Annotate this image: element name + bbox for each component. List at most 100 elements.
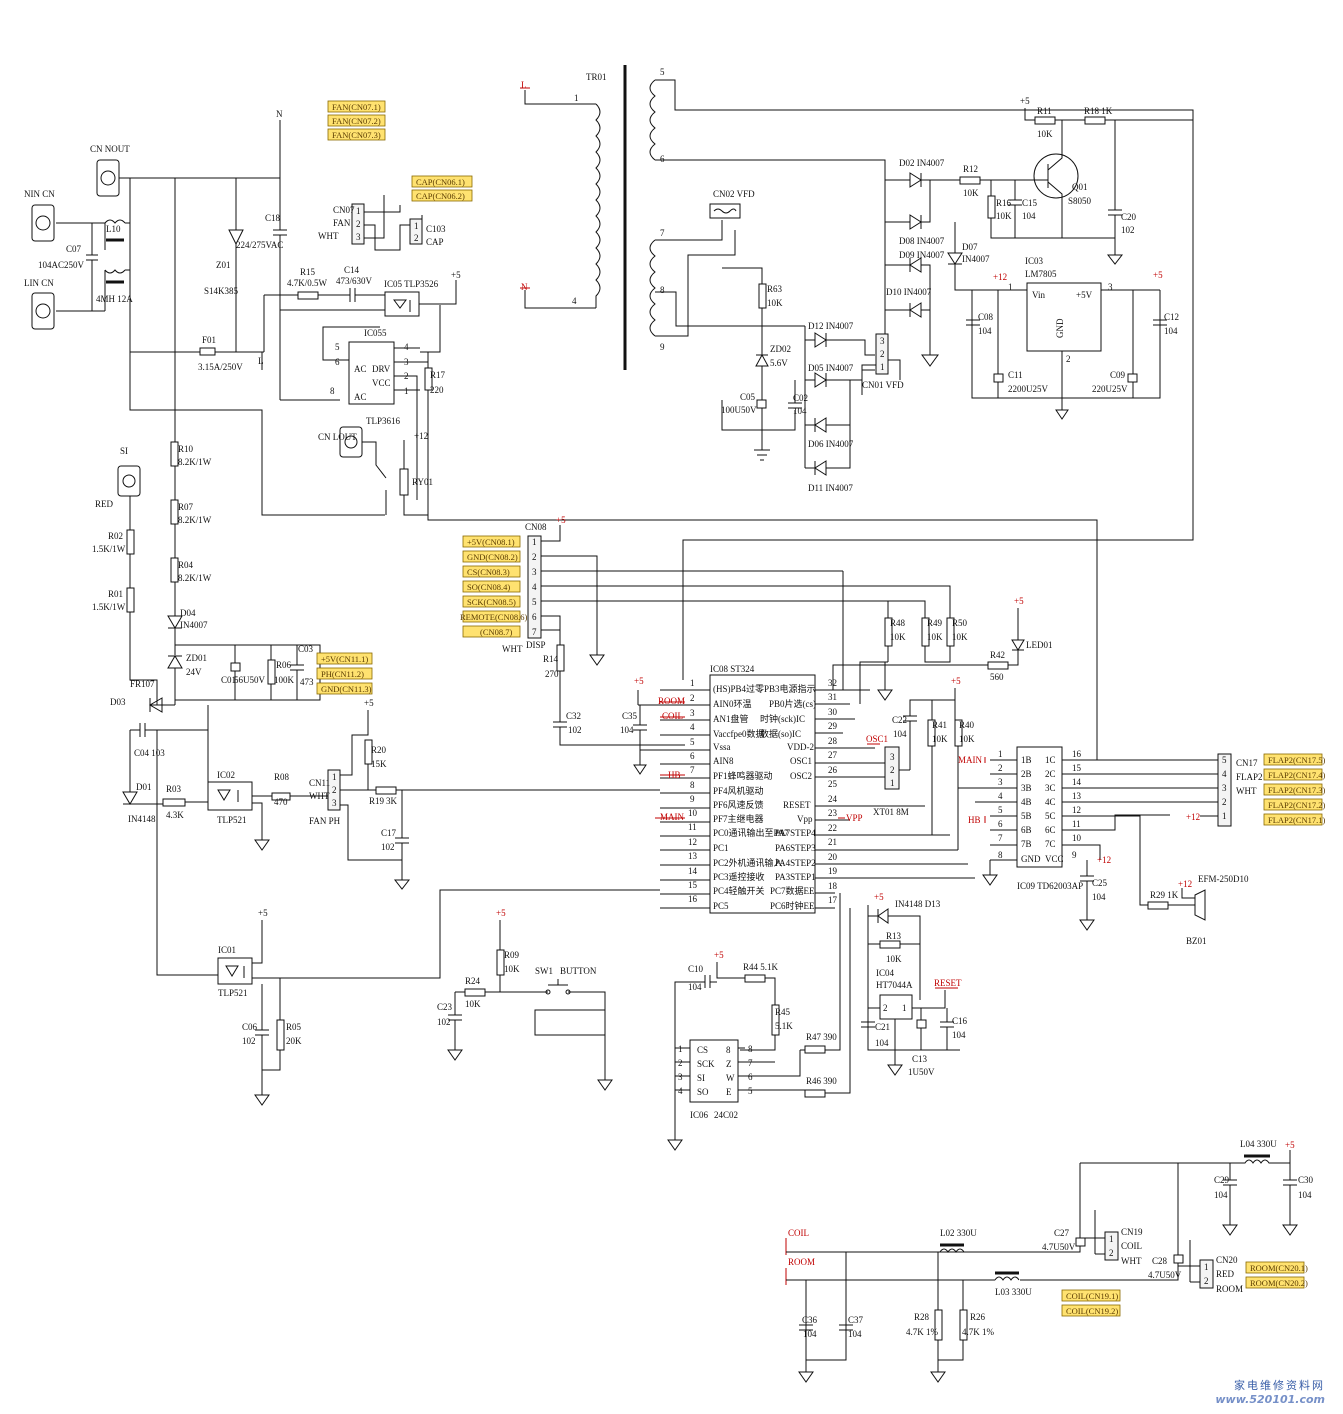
r02-label: R02: [108, 531, 123, 541]
r19-value: 3K: [386, 796, 398, 806]
d04-diode: D04 IN4007: [167, 608, 208, 655]
svg-text:17: 17: [828, 895, 838, 905]
c05-cap: C05 100U50V: [721, 392, 796, 431]
ic03-gnd: GND: [1055, 318, 1065, 338]
tr01-pin-9: 9: [660, 342, 665, 352]
ic06-cs: CS: [697, 1045, 708, 1055]
svg-text:11: 11: [1072, 819, 1081, 829]
ic08-left-12: PC1: [713, 843, 729, 853]
d02-label: D02 IN4007: [899, 158, 945, 168]
c27-cap: C27 4.7U50V: [940, 1228, 1086, 1253]
net-p5-r20: +5: [364, 698, 374, 708]
svg-text:2: 2: [532, 552, 537, 562]
c103-cap: CAP: [426, 237, 444, 247]
d08-label: D08 IN4007: [899, 236, 945, 246]
c01-label: C01: [221, 675, 236, 685]
c30-label: C30: [1298, 1175, 1314, 1185]
svg-text:9: 9: [1072, 850, 1077, 860]
c25-cap: +12 C25 104: [1079, 855, 1111, 931]
svg-text:31: 31: [828, 692, 837, 702]
ic08-right-20: PA4STEP2: [775, 858, 816, 868]
c10-value: 104: [688, 982, 702, 992]
coil-room-inputs: COIL ROOM C36 104 C37 104: [785, 1228, 963, 1383]
svg-text:2: 2: [414, 233, 419, 243]
ic09-driver: IC09 TD62003AP 1B 2B 3B 4B 5B 6B 7B GND …: [958, 746, 1222, 906]
flap-tags: FLAP2(CN17.5) FLAP2(CN17.4) FLAP2(CN17.3…: [1263, 753, 1326, 826]
ic08-right-21: PA6STEP3: [775, 843, 816, 853]
tag-flap-4: FLAP2(CN17.4): [1268, 770, 1326, 780]
svg-text:3: 3: [356, 232, 361, 242]
zd01-label: ZD01: [186, 653, 207, 663]
d12-d05-d06-d11-bridge: D12 IN4007 D05 IN4007 D06 IN4007 D11 IN4…: [804, 321, 875, 493]
r17-value: 220: [430, 385, 444, 395]
cn11-tags: +5V(CN11.1) PH(CN11.2) GND(CN11.3): [316, 652, 373, 695]
tag-cn08-4: SO(CN08.4): [467, 582, 510, 592]
tr01-label: TR01: [586, 72, 607, 82]
c14-label: C14: [344, 265, 360, 275]
r16-c15: R16 10K C15 104: [987, 180, 1115, 239]
svg-text:3: 3: [532, 567, 537, 577]
net-p5-r09: +5: [496, 908, 506, 918]
ic055-label: IC055: [364, 328, 387, 338]
svg-text:21: 21: [828, 837, 837, 847]
c28-label: C28: [1152, 1256, 1168, 1266]
svg-text:1: 1: [880, 362, 885, 372]
tag-room-1: ROOM(CN20.1): [1250, 1263, 1308, 1273]
r05-value: 20K: [286, 1036, 302, 1046]
c04-label: C04 103: [134, 748, 165, 758]
ry01-relay: +12 RY01: [399, 431, 433, 516]
c21-label: C21: [875, 1022, 890, 1032]
cn11-wht: WHT: [309, 791, 330, 801]
d12-label: D12 IN4007: [808, 321, 854, 331]
ic08-right-30: 时钟(sck)IC: [760, 713, 805, 724]
ic02-value: TLP521: [217, 815, 247, 825]
tag-fan-2: FAN(CN07.2): [332, 116, 381, 126]
c16-label: C16: [952, 1016, 968, 1026]
tag-room-2: ROOM(CN20.2): [1250, 1278, 1308, 1288]
r63-label: R63: [767, 284, 783, 294]
ic01-opto: IC01 TLP521 +5: [217, 889, 660, 1020]
svg-text:3: 3: [1108, 282, 1113, 292]
c25-value: 104: [1092, 892, 1106, 902]
svg-text:3: 3: [880, 336, 885, 346]
ic09-r6: 6C: [1045, 825, 1056, 835]
c22-value: 104: [893, 729, 907, 739]
f01-fuse: F01 3.15A/250V L: [198, 335, 264, 372]
sw1-value: BUTTON: [560, 966, 597, 976]
r09-value: 10K: [504, 964, 520, 974]
svg-text:1: 1: [1204, 1262, 1209, 1272]
svg-text:14: 14: [1072, 777, 1082, 787]
cn07-wht: WHT: [318, 231, 339, 241]
ic08-left-4: Vaccfpe0数据: [713, 728, 764, 739]
cn07-fan: FAN: [333, 218, 351, 228]
tag-cn11-1: +5V(CN11.1): [321, 654, 368, 664]
c37-value: 104: [848, 1329, 862, 1339]
l10-choke: L10 4MH 12A: [96, 219, 133, 311]
svg-text:6: 6: [335, 357, 340, 367]
c29-value: 104: [1214, 1190, 1228, 1200]
svg-text:4: 4: [690, 722, 695, 732]
svg-text:1: 1: [532, 537, 537, 547]
net-p12-ic03: +12: [993, 272, 1007, 282]
tr01-primary-l: L: [521, 80, 527, 90]
tag-flap-3: FLAP2(CN17.3): [1268, 785, 1326, 795]
cn20-connector: 12 CN20 RED ROOM: [1177, 1163, 1243, 1294]
ic08-left-7: PF1蜂鸣器驱动: [713, 770, 773, 781]
net-p12-ic09: +12: [1097, 855, 1111, 865]
c21-value: 104: [875, 1038, 889, 1048]
xt01-crystal: 321 XT01 8M: [873, 746, 910, 817]
zd02-label: ZD02: [770, 344, 791, 354]
ic08-label: IC08 ST324: [710, 664, 755, 674]
c01-value: 56U50V: [234, 675, 265, 685]
svg-text:3: 3: [678, 1072, 683, 1082]
cn20-red: RED: [1216, 1269, 1235, 1279]
cn-nout-label: CN NOUT: [90, 144, 130, 154]
ic04-label: IC04: [876, 968, 895, 978]
net-p12-bz: +12: [1178, 879, 1192, 889]
l03-label: L03 330U: [995, 1287, 1032, 1297]
r16-value: 10K: [996, 211, 1012, 221]
net-l-1: L: [258, 356, 264, 366]
ic055-ac2: AC: [354, 392, 367, 402]
r26-label: R26: [970, 1312, 986, 1322]
c10-r44-r45: +5 C10 104 R44 5.1K R45 5.1K: [674, 950, 793, 1140]
